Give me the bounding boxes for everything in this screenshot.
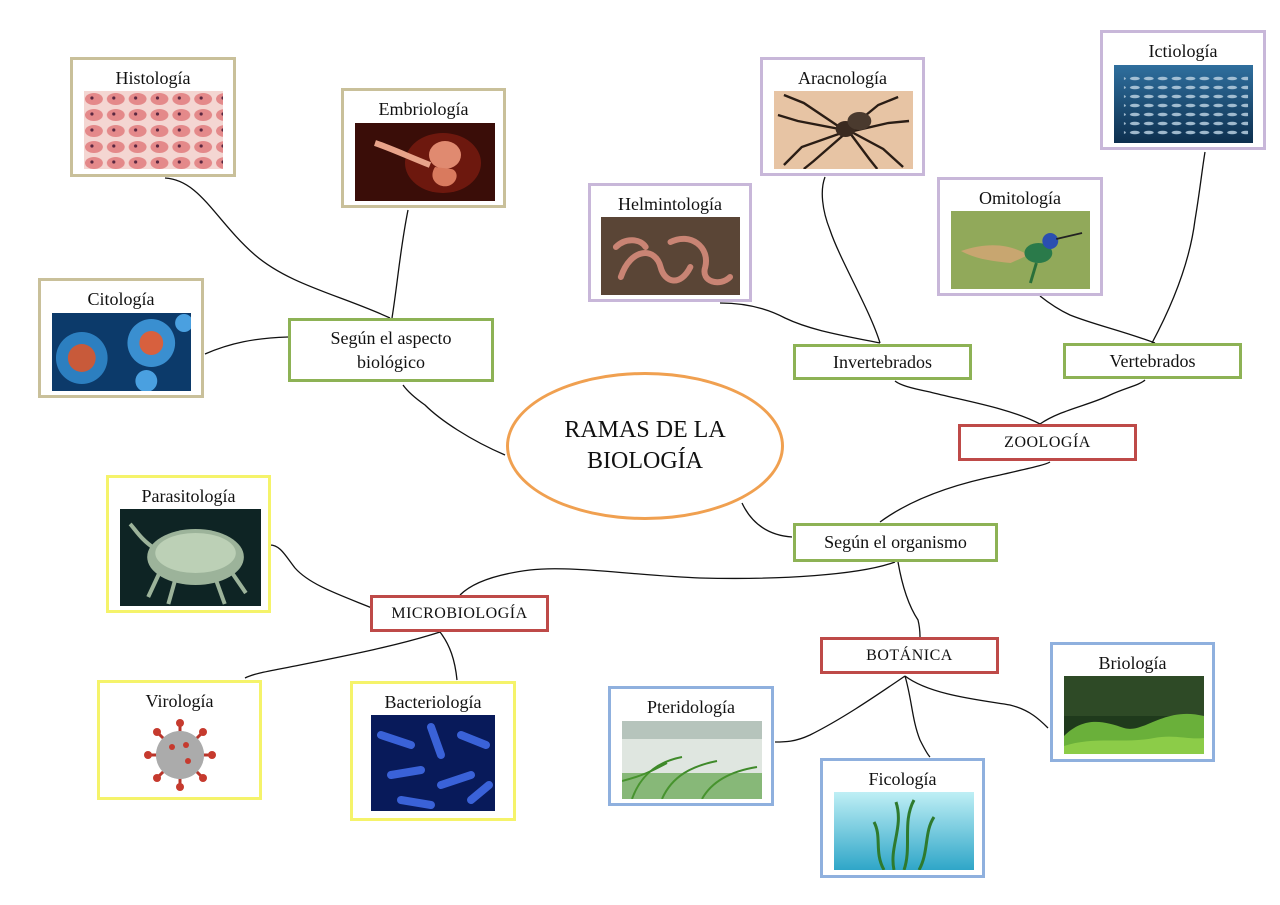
- fern-image: [622, 721, 762, 799]
- node-segun-aspecto-line1: Según el aspecto: [331, 326, 452, 350]
- card-ficologia: Ficología: [820, 758, 985, 878]
- card-aracnologia-title: Aracnología: [763, 66, 922, 90]
- card-helmintologia-title: Helmintología: [591, 192, 749, 216]
- card-bacteriologia: Bacteriología: [350, 681, 516, 821]
- card-ficologia-title: Ficología: [823, 767, 982, 791]
- card-helmintologia: Helmintología: [588, 183, 752, 302]
- card-embriologia-title: Embriología: [344, 97, 503, 121]
- card-parasitologia: Parasitología: [106, 475, 271, 613]
- embryo-image: [355, 123, 495, 201]
- central-topic-line1: RAMAS DE LA: [564, 415, 725, 446]
- card-histologia: Histología: [70, 57, 236, 177]
- worm-image: [601, 217, 740, 295]
- card-parasitologia-title: Parasitología: [109, 484, 268, 508]
- card-citologia: Citología: [38, 278, 204, 398]
- card-omitologia: Omitología: [937, 177, 1103, 296]
- node-microbiologia: MICROBIOLOGÍA: [370, 595, 549, 632]
- algae-image: [834, 792, 974, 870]
- link-botanica-pteridologia: [775, 676, 905, 742]
- link-aspecto-embriologia: [392, 210, 408, 318]
- node-segun-aspecto-line2: biológico: [331, 350, 452, 374]
- node-invertebrados: Invertebrados: [793, 344, 972, 380]
- card-virologia-title: Virología: [100, 689, 259, 713]
- card-ictiologia: Ictiología: [1100, 30, 1266, 150]
- link-microbiologia-virologia: [245, 632, 440, 678]
- card-pteridologia: Pteridología: [608, 686, 774, 806]
- tissue-image: [84, 91, 223, 169]
- link-botanica-briologia: [905, 676, 1048, 728]
- card-omitologia-title: Omitología: [940, 186, 1100, 210]
- mite-image: [120, 509, 261, 606]
- card-pteridologia-title: Pteridología: [611, 695, 771, 719]
- card-histologia-title: Histología: [73, 66, 233, 90]
- link-aspecto-citologia: [205, 337, 288, 354]
- cell-image: [52, 313, 191, 391]
- link-organismo-microbiologia: [460, 562, 895, 595]
- link-zoologia-vertebrados: [1040, 380, 1145, 424]
- link-botanica-ficologia: [905, 676, 930, 757]
- card-ictiologia-title: Ictiología: [1103, 39, 1263, 63]
- node-segun-aspecto: Según el aspecto biológico: [288, 318, 494, 382]
- node-botanica: BOTÁNICA: [820, 637, 999, 674]
- link-center-organismo: [742, 503, 792, 537]
- spider-image: [774, 91, 913, 169]
- link-invertebrados-aracnologia: [822, 177, 880, 343]
- link-zoologia-invertebrados: [895, 381, 1040, 424]
- node-zoologia: ZOOLOGÍA: [958, 424, 1137, 461]
- node-segun-organismo: Según el organismo: [793, 523, 998, 562]
- hummingbird-image: [951, 211, 1090, 289]
- bacteria-image: [371, 715, 495, 811]
- central-topic: RAMAS DE LA BIOLOGÍA: [506, 372, 784, 520]
- central-topic-line2: BIOLOGÍA: [564, 446, 725, 477]
- moss-image: [1064, 676, 1204, 754]
- virus-image: [140, 717, 220, 793]
- link-microbiologia-bacteriologia: [440, 632, 457, 680]
- card-aracnologia: Aracnología: [760, 57, 925, 176]
- card-citologia-title: Citología: [41, 287, 201, 311]
- card-briologia: Briología: [1050, 642, 1215, 762]
- link-vertebrados-ictiologia: [1152, 152, 1205, 343]
- node-vertebrados: Vertebrados: [1063, 343, 1242, 379]
- link-organismo-zoologia: [880, 462, 1050, 522]
- card-embriologia: Embriología: [341, 88, 506, 208]
- card-bacteriologia-title: Bacteriología: [353, 690, 513, 714]
- link-microbiologia-parasitologia: [270, 545, 372, 608]
- link-invertebrados-helmintologia: [720, 303, 880, 343]
- card-briologia-title: Briología: [1053, 651, 1212, 675]
- link-organismo-botanica: [898, 562, 920, 637]
- link-center-aspecto: [403, 385, 505, 455]
- link-vertebrados-omitologia: [1040, 296, 1155, 343]
- fish-school-image: [1114, 65, 1253, 143]
- card-virologia: Virología: [97, 680, 262, 800]
